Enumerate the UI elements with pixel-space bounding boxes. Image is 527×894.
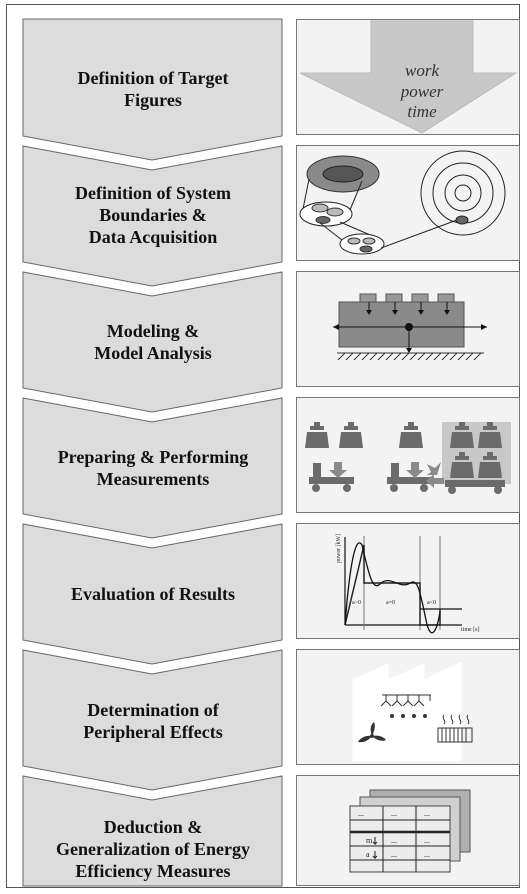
step-1-label: Definition of Target Figures [77, 68, 229, 110]
chevron-7 [22, 775, 283, 887]
table-cell: ... [391, 809, 397, 818]
table-cell: ... [358, 809, 364, 818]
table-label-m: m [366, 836, 373, 845]
chevron-4 [22, 397, 283, 539]
chevron-6 [22, 649, 283, 791]
table-cell: ... [424, 850, 430, 859]
evaluation-xlabel: time [s] [461, 627, 480, 633]
chevron-3 [22, 271, 283, 413]
evaluation-ylabel: power [kW] [336, 534, 342, 563]
chevron-1 [22, 18, 283, 161]
step-4-label: Preparing & Performing Measurements [57, 447, 249, 489]
panel-evaluation [296, 523, 520, 639]
chevron-2 [22, 145, 283, 287]
step-6-label: Determination of Peripheral Effects [83, 700, 223, 742]
figure-power: power [400, 82, 444, 101]
phase-accelerating: a>0 [352, 600, 361, 606]
figure-work: work [405, 61, 439, 80]
table-cell: ... [424, 836, 430, 845]
phase-decelerating: a<0 [427, 600, 436, 606]
phase-constant: a=0 [386, 600, 395, 606]
step-5-label: Evaluation of Results [70, 584, 236, 604]
step-7-label: Deduction & Generalization of Energy Eff… [56, 817, 250, 881]
table-cell: ... [391, 836, 397, 845]
step-3-label: Modeling & Model Analysis [94, 321, 212, 363]
chevron-5 [22, 523, 283, 665]
figure-time: time [407, 102, 437, 121]
table-label-a: a [366, 850, 370, 859]
step-2-label: Definition of System Boundaries & Data A… [75, 183, 231, 247]
table-cell: ... [424, 809, 430, 818]
table-cell: ... [391, 850, 397, 859]
